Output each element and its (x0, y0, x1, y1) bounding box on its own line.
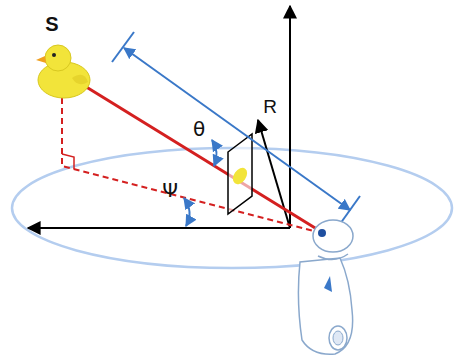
dimension-tick (340, 196, 360, 224)
diagonal-axis (258, 120, 290, 228)
diagram-label: θ (193, 119, 205, 139)
diagram-label: S (45, 14, 58, 34)
right-angle-mark (62, 154, 74, 169)
diagram-label: Ψ (162, 180, 178, 200)
dimension-tick (112, 32, 134, 62)
image-duck (230, 165, 250, 187)
image-plane (228, 134, 252, 214)
projection-line (62, 98, 318, 232)
range-dimension (124, 48, 350, 210)
vertical-axis (289, 6, 291, 228)
psi-arc (184, 198, 190, 226)
diagram-label: R (263, 97, 277, 116)
duck-figure (36, 45, 90, 98)
robot-figure (298, 220, 353, 354)
theta-arc (212, 140, 217, 166)
horizontal-axis (28, 227, 290, 229)
